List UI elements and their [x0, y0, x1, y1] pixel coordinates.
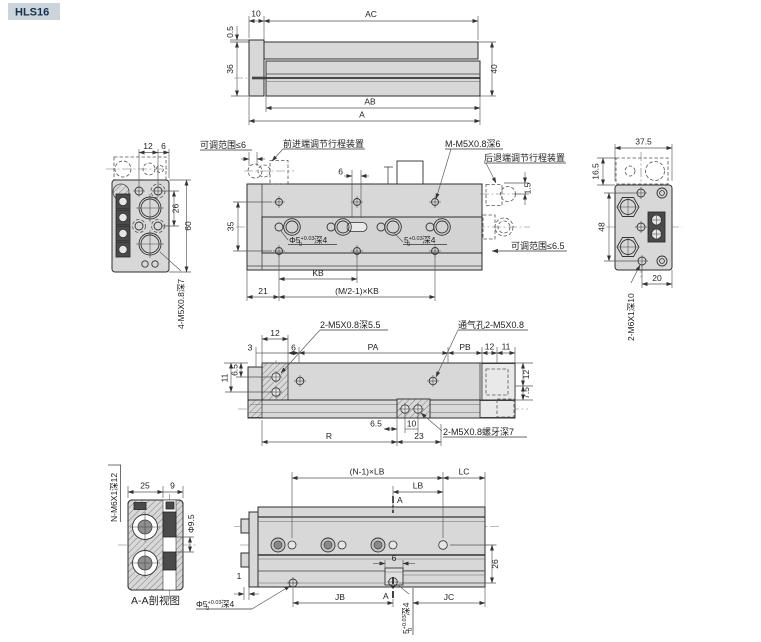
view-lower-side: A A (N-1)×LB LC LB 26 6 1 JB — [196, 467, 500, 635]
top-slab — [263, 41, 479, 60]
section-caption: A-A剖视图 — [131, 594, 180, 607]
dim-7-5-r: 7.5 — [521, 387, 531, 399]
rear-adjuster-label: 后退端调节行程装置 — [484, 152, 565, 163]
label-m5-5-5: 2-M5X0.8深5.5 — [320, 320, 381, 330]
thread-label-2-m6: 2-M6X1深10 — [626, 293, 636, 341]
end-slot — [384, 567, 404, 586]
front-adjuster-label: 前进端调节行程装置 — [283, 138, 364, 149]
dim-40: 40 — [489, 64, 499, 74]
dim-20: 20 — [652, 273, 662, 283]
port-plug-bottom — [616, 237, 640, 257]
m5-holes — [273, 196, 441, 257]
dim-1-5: 1.5 — [523, 182, 533, 194]
dim-26: 26 — [171, 204, 181, 214]
dim-6: 6 — [291, 343, 296, 353]
screw-column — [115, 193, 131, 258]
header-badge: HLS16 — [8, 3, 60, 20]
dim-0-5: 0.5 — [225, 26, 235, 38]
dim-jb: JB — [335, 592, 345, 602]
view-side-elevation: 10 AC 0.5 36 40 AB A — [225, 9, 499, 125]
view-right-end: 37.5 16.5 48 20 2-M6X1深10 — [591, 137, 682, 341]
dim-pb: PB — [459, 342, 471, 352]
adj-range-front-label: 可调范围≤6 — [200, 139, 246, 150]
dim-r: R — [326, 431, 332, 441]
dim-jc: JC — [444, 592, 454, 602]
model-badge — [8, 3, 60, 20]
view-plan: 可调范围≤6 前进端调节行程装置 M-M5X0.8深6 后退端调节行程装置 1.… — [200, 138, 567, 301]
dim-60: 60 — [183, 221, 193, 231]
dim-11-side: 11 — [220, 373, 230, 382]
rail-end-pad — [496, 398, 515, 418]
dim-12-right: 12 — [485, 342, 495, 352]
right-end-body — [614, 184, 673, 271]
dim-12-r: 12 — [521, 370, 531, 380]
dim-lb: LB — [413, 481, 424, 491]
label-n-m6: N-M6X1深12 — [109, 473, 119, 522]
dim-3: 3 — [248, 343, 253, 353]
dim-35: 35 — [226, 222, 236, 232]
locating-slot — [346, 222, 368, 232]
port-plug-top — [616, 197, 640, 217]
dim-pa: PA — [368, 342, 379, 352]
bearing-holes — [274, 218, 451, 236]
dim-ac: AC — [365, 9, 377, 19]
label-thread-7: 2-M5X0.8螺牙深7 — [443, 427, 514, 437]
dim-6: 6 — [161, 141, 166, 151]
adj-range-rear-label: 可调范围≤6.5 — [511, 240, 564, 251]
dim-kb: KB — [312, 268, 324, 278]
dim-25: 25 — [140, 481, 150, 491]
slot-tolerance-rotated: 5+0.030深4 — [401, 602, 414, 634]
dim-23: 23 — [414, 431, 424, 441]
dim-6-5-side: 6.5 — [230, 364, 240, 376]
dim-10-bot: 10 — [407, 419, 417, 429]
dim-m2-kb: (M/2-1)×KB — [335, 286, 379, 296]
model-number: HLS16 — [15, 7, 49, 19]
section-letter-bottom: A — [383, 591, 389, 601]
dim-12: 12 — [143, 141, 153, 151]
rail-screws — [270, 537, 448, 553]
dim-36: 36 — [225, 64, 235, 74]
dim-phi-9-5: Φ9.5 — [186, 514, 196, 533]
dim-12-left: 12 — [270, 328, 280, 338]
dim-a: A — [359, 110, 365, 120]
label-vent-hole: 通气孔2-M5X0.8 — [458, 319, 524, 330]
dim-11-right: 11 — [502, 342, 511, 352]
dim-9: 9 — [170, 481, 175, 491]
dim-48: 48 — [597, 222, 607, 232]
dim-16-5: 16.5 — [591, 163, 601, 180]
dim-37-5: 37.5 — [635, 137, 652, 147]
sensor-tab — [396, 160, 424, 185]
dim-n1-lb: (N-1)×LB — [350, 467, 385, 477]
m-thread-label: M-M5X0.8深6 — [445, 139, 501, 149]
view-bottom-face: 2-M5X0.8深5.5 通气孔2-M5X0.8 12 3 6 PA PB 12… — [220, 319, 533, 446]
view-left-end: 12 6 26 60 4-M5X0.8深7 — [106, 141, 193, 329]
end-cap — [248, 39, 265, 97]
bottom-rail — [247, 399, 516, 419]
dim-26: 26 — [490, 559, 500, 569]
section-letter-top: A — [397, 495, 403, 505]
dim-6-slot: 6 — [392, 553, 397, 563]
dim-21: 21 — [258, 286, 268, 296]
dim-6-slot: 6 — [338, 167, 343, 177]
dim-1: 1 — [237, 571, 242, 581]
dim-lc: LC — [459, 467, 470, 477]
dim-ab: AB — [364, 97, 376, 107]
lower-end-plate — [248, 511, 259, 588]
thread-label-4-m5: 4-M5X0.8深7 — [176, 279, 186, 329]
view-section-aa: 25 9 Φ9.5 N-M6X1深12 A-A剖视图 — [108, 464, 196, 607]
dim-10: 10 — [251, 9, 261, 19]
dim-6-5-bot: 6.5 — [370, 419, 382, 429]
